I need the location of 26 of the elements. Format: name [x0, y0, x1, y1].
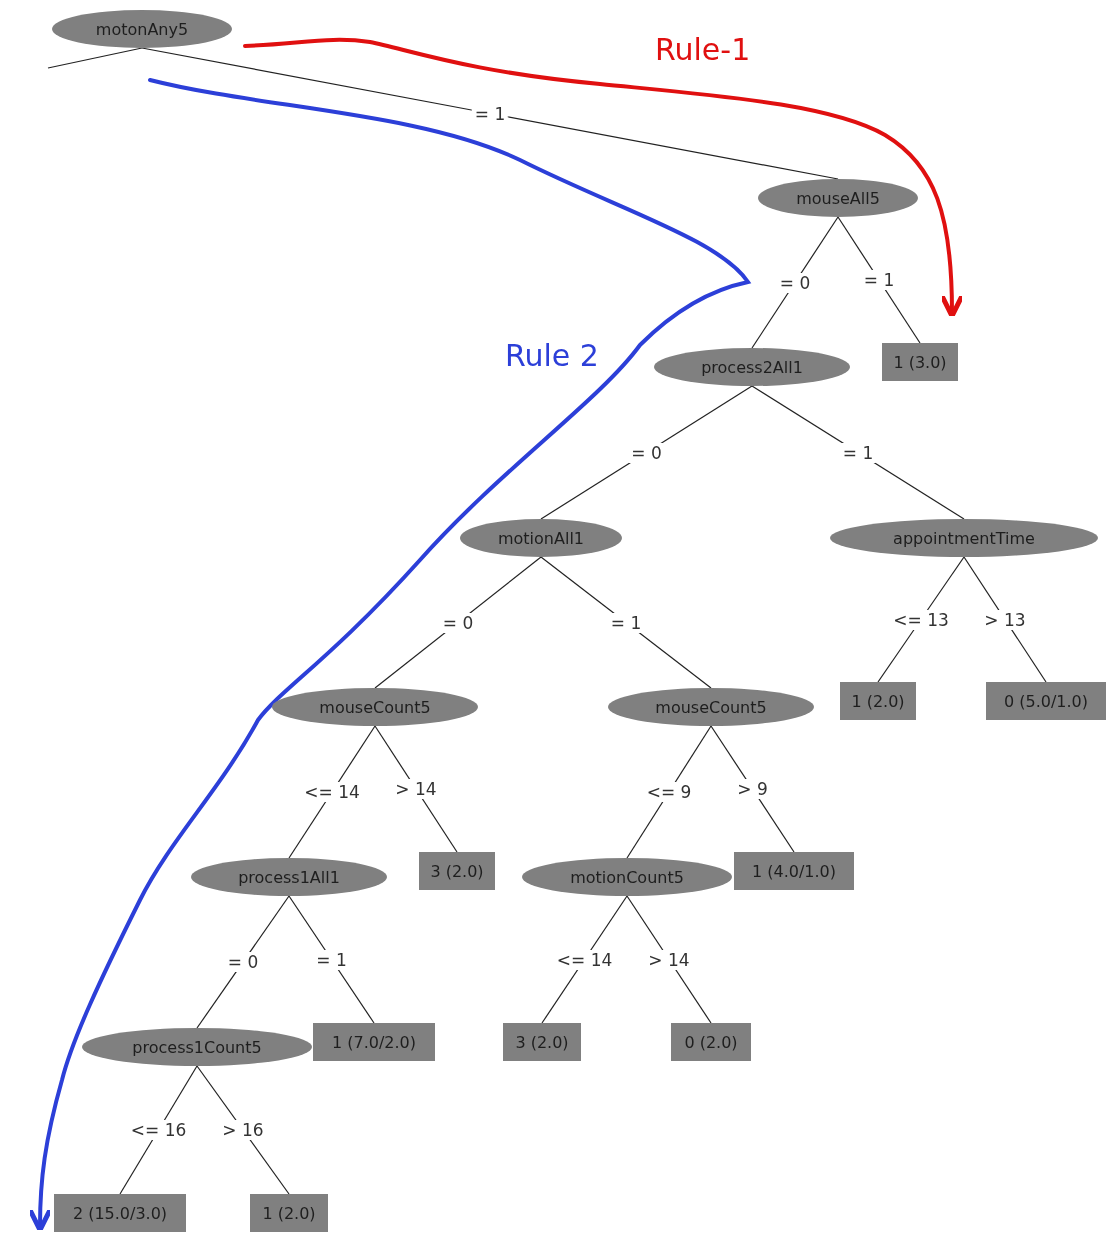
decision-ellipse: process1All1 — [191, 858, 387, 896]
leaf-box: 1 (2.0) — [840, 682, 916, 720]
decision-ellipse: mouseAll5 — [758, 179, 918, 217]
leaf-box: 3 (2.0) — [419, 852, 495, 890]
branch-line — [47, 47, 143, 69]
edge-label: = 0 — [628, 442, 665, 463]
leaf-box: 1 (3.0) — [882, 343, 958, 381]
decision-ellipse: motonAny5 — [52, 10, 232, 48]
leaf-box: 2 (15.0/3.0) — [54, 1194, 186, 1232]
decision-ellipse: mouseCount5 — [608, 688, 814, 726]
leaf-box: 0 (5.0/1.0) — [986, 682, 1106, 720]
leaf-box: 1 (7.0/2.0) — [313, 1023, 435, 1061]
leaf-box: 3 (2.0) — [503, 1023, 581, 1061]
decision-ellipse: mouseCount5 — [272, 688, 478, 726]
rule-label: Rule 2 — [505, 338, 599, 373]
decision-ellipse: motionCount5 — [522, 858, 732, 896]
decision-ellipse: process2All1 — [654, 348, 850, 386]
leaf-box: 1 (4.0/1.0) — [734, 852, 854, 890]
rule-label: Rule-1 — [655, 32, 751, 67]
decision-ellipse: appointmentTime — [830, 519, 1098, 557]
branch-line — [141, 47, 839, 180]
edge-label: = 1 — [839, 442, 877, 463]
decision-ellipse: motionAll1 — [460, 519, 622, 557]
decision-ellipse: process1Count5 — [82, 1028, 312, 1066]
leaf-box: 1 (2.0) — [250, 1194, 328, 1232]
leaf-box: 0 (2.0) — [671, 1023, 751, 1061]
